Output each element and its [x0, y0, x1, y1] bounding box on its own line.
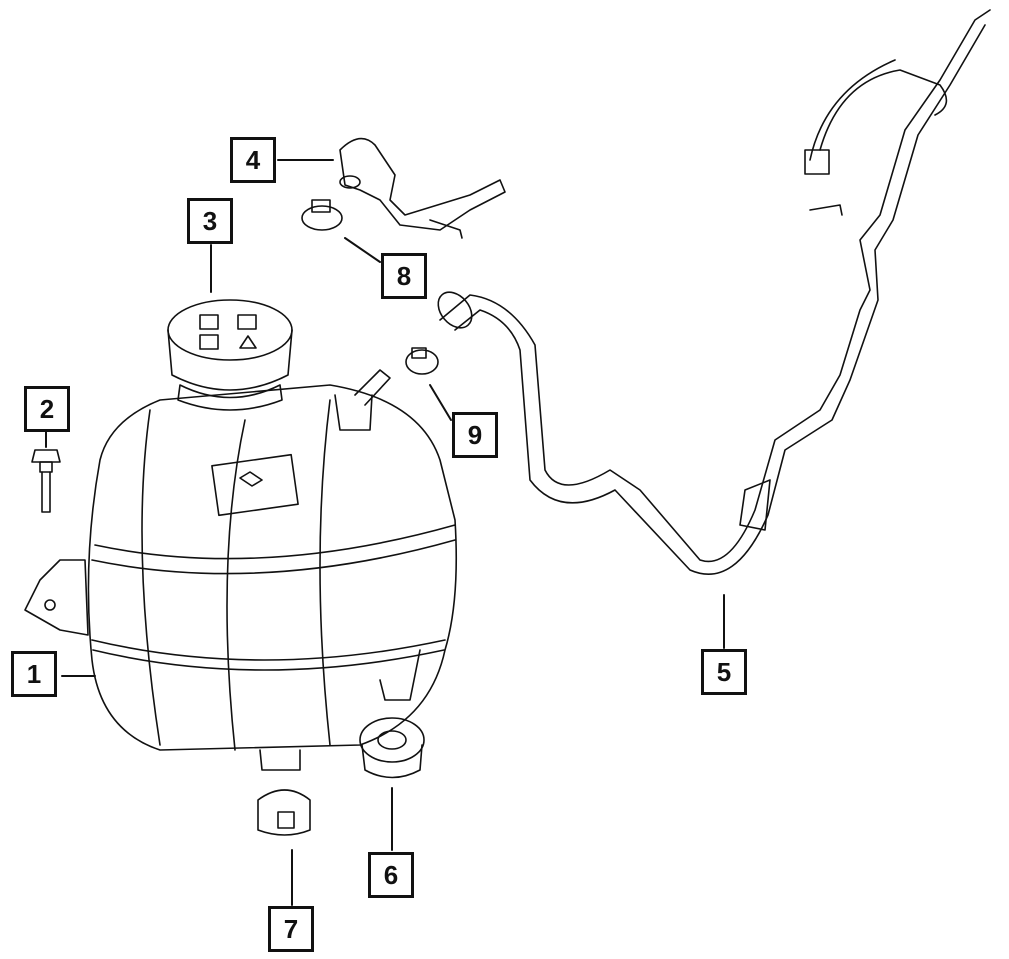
- coolant-reservoir: [24, 369, 458, 771]
- bolt: [31, 449, 61, 513]
- coolant-hose-line: [437, 9, 991, 575]
- callout-2: 2: [24, 386, 70, 432]
- callout-4: 4: [230, 137, 276, 183]
- callout-7: 7: [268, 906, 314, 952]
- callout-3: 3: [187, 198, 233, 244]
- leader-lines: [45, 159, 725, 906]
- hose-clamp-bottom: [257, 789, 311, 836]
- reservoir-cap: [167, 299, 293, 411]
- callout-5: 5: [701, 649, 747, 695]
- callout-6: 6: [368, 852, 414, 898]
- hose-clamp-middle: [405, 347, 439, 375]
- callout-1: 1: [11, 651, 57, 697]
- callout-8: 8: [381, 253, 427, 299]
- hose-clamp-upper: [301, 199, 343, 231]
- hose-connector: [339, 137, 506, 239]
- plug: [359, 717, 425, 779]
- callout-9: 9: [452, 412, 498, 458]
